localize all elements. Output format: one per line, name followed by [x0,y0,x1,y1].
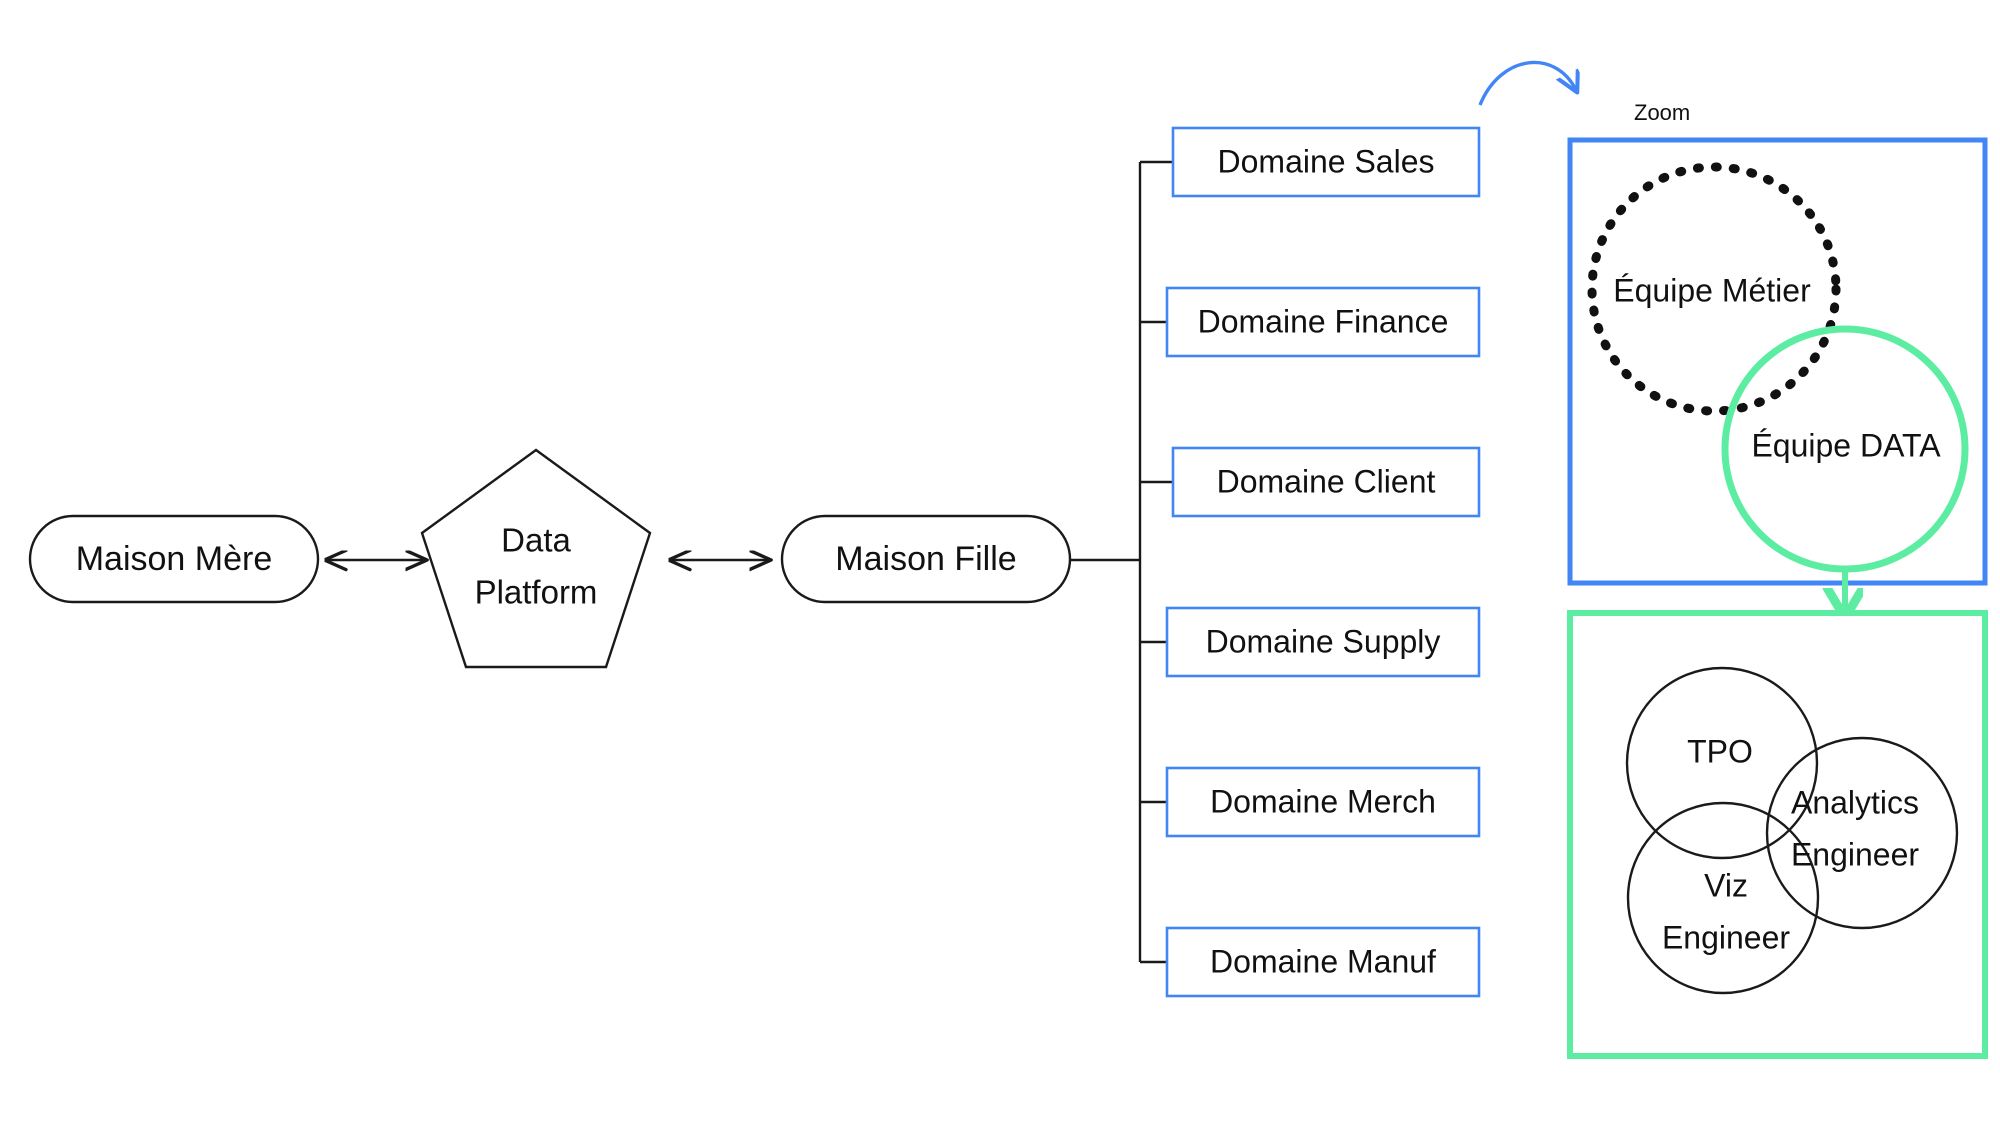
viz-engineer-circle[interactable] [1626,801,1820,995]
domain-manuf-shape [1165,926,1481,998]
tpo-circle[interactable] [1625,666,1819,860]
analytics-engineer-label-line1: Analytics [1791,784,1919,820]
domain-box-sales[interactable]: Domaine Sales [1171,126,1481,198]
viz-engineer-label-line1: Viz [1704,867,1748,903]
zoom-panel-green: TPO Analytics Engineer Viz Engineer [1567,610,1988,1059]
domain-sales-label: Domaine Sales [1218,143,1435,179]
analytics-engineer-label-line2: Engineer [1791,836,1919,872]
domain-finance-shape [1165,286,1481,358]
analytics-engineer-circle[interactable] [1765,736,1959,930]
maison-mere-label: Maison Mère [76,540,273,578]
domain-supply-shape [1165,606,1481,678]
equipe-metier-circle[interactable] [1587,162,1841,416]
viz-engineer-label-line2: Engineer [1662,919,1790,955]
domain-merch-label: Domaine Merch [1210,783,1436,819]
domain-merch-shape [1165,766,1481,838]
data-platform-shape [420,448,652,669]
node-data-platform[interactable]: Data Platform [420,448,652,669]
domain-finance-label: Domaine Finance [1198,303,1449,339]
equipe-metier-label: Équipe Métier [1613,272,1811,308]
maison-fille-label: Maison Fille [835,540,1016,578]
maison-mere-shape [28,514,320,604]
domain-client-shape [1171,446,1481,518]
domain-box-supply[interactable]: Domaine Supply [1165,606,1481,678]
zoom-panel-blue-frame [1567,137,1988,586]
node-maison-fille[interactable]: Maison Fille [780,514,1072,604]
zoom-panel-green-frame [1567,610,1988,1059]
tpo-label: TPO [1687,733,1753,769]
zoom-curved-arrow-icon [1478,60,1576,106]
data-platform-label-line1: Data [501,522,571,559]
data-platform-label-line2: Platform [475,574,598,611]
domain-sales-shape [1171,126,1481,198]
domain-tree-connector [1070,160,1174,964]
zoom-caption: Zoom [1634,100,1690,125]
domain-box-client[interactable]: Domaine Client [1171,446,1481,518]
domain-box-manuf[interactable]: Domaine Manuf [1165,926,1481,998]
domain-box-finance[interactable]: Domaine Finance [1165,286,1481,358]
domain-box-merch[interactable]: Domaine Merch [1165,766,1481,838]
equipe-data-label: Équipe DATA [1751,427,1941,463]
node-maison-mere[interactable]: Maison Mère [28,514,320,604]
domain-manuf-label: Domaine Manuf [1210,943,1436,979]
domain-supply-label: Domaine Supply [1206,623,1441,659]
domain-client-label: Domaine Client [1217,463,1436,499]
zoom-panel-blue: Équipe Métier Équipe DATA [1567,137,1988,586]
